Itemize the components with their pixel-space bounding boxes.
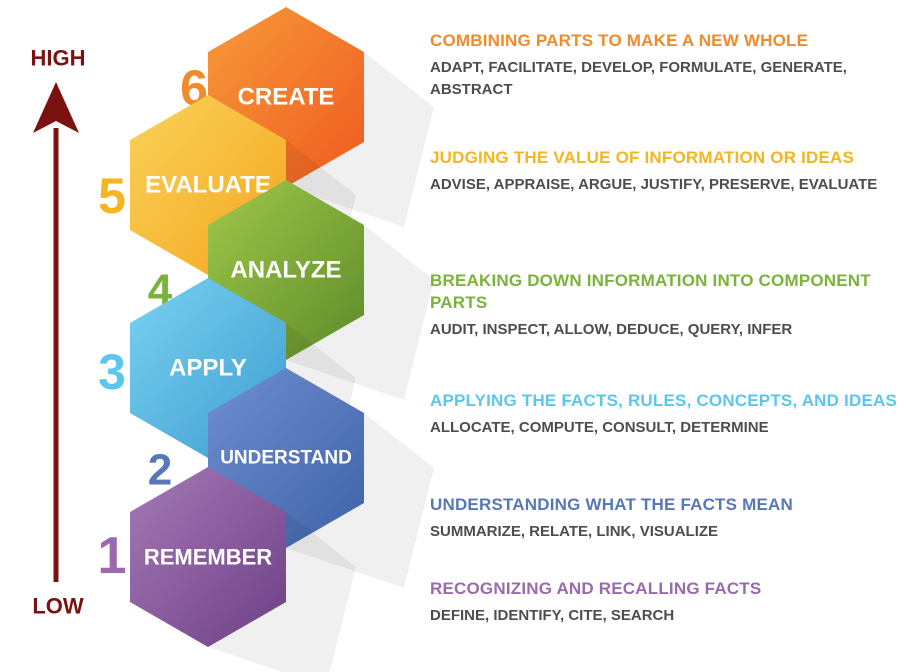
description-verbs: ALLOCATE, COMPUTE, CONSULT, DETERMINE (430, 419, 769, 436)
hexagon-label-evaluate: EVALUATE (145, 172, 271, 199)
description-remember: RECOGNIZING AND RECALLING FACTS DEFINE, I… (430, 578, 900, 627)
description-analyze: BREAKING DOWN INFORMATION INTO COMPONENT… (430, 270, 900, 341)
description-heading: BREAKING DOWN INFORMATION INTO COMPONENT… (430, 271, 871, 312)
low-label: LOW (32, 594, 84, 619)
description-verbs: AUDIT, INSPECT, ALLOW, DEDUCE, QUERY, IN… (430, 321, 793, 338)
description-create: COMBINING PARTS TO MAKE A NEW WHOLE ADAPT… (430, 30, 900, 101)
axis-arrowhead (33, 82, 79, 133)
description-heading: RECOGNIZING AND RECALLING FACTS (430, 579, 762, 598)
hexagon-label-apply: APPLY (169, 355, 247, 382)
hexagon-remember (130, 467, 286, 647)
hexagon-label-create: CREATE (238, 84, 335, 111)
description-verbs: ADAPT, FACILITATE, DEVELOP, FORMULATE, G… (430, 59, 847, 98)
high-label: HIGH (31, 46, 86, 71)
level-number-2: 2 (148, 446, 172, 495)
description-verbs: DEFINE, IDENTIFY, CITE, SEARCH (430, 607, 675, 624)
level-number-3: 3 (98, 344, 126, 400)
description-heading: JUDGING THE VALUE OF INFORMATION OR IDEA… (430, 148, 855, 167)
description-heading: UNDERSTANDING WHAT THE FACTS MEAN (430, 495, 793, 514)
description-heading: APPLYING THE FACTS, RULES, CONCEPTS, AND… (430, 391, 897, 410)
hexagon-label-remember: REMEMBER (144, 545, 272, 570)
hexagon-label-analyze: ANALYZE (230, 257, 341, 284)
description-heading: COMBINING PARTS TO MAKE A NEW WHOLE (430, 31, 809, 50)
level-number-5: 5 (98, 168, 126, 224)
description-apply: APPLYING THE FACTS, RULES, CONCEPTS, AND… (430, 390, 900, 439)
level-1-remember: REMEMBER 1 (98, 467, 356, 672)
description-verbs: SUMMARIZE, RELATE, LINK, VISUALIZE (430, 523, 719, 540)
description-evaluate: JUDGING THE VALUE OF INFORMATION OR IDEA… (430, 147, 900, 196)
description-understand: UNDERSTANDING WHAT THE FACTS MEAN SUMMARI… (430, 494, 900, 543)
hexagon-stack: CREATE6EVALUATE5ANALYZE4APPLY3UNDERSTAND… (98, 7, 434, 672)
hexagon-label-understand: UNDERSTAND (220, 448, 352, 469)
high-low-axis: HIGH LOW (31, 46, 86, 619)
level-number-1: 1 (98, 527, 127, 585)
description-verbs: ADVISE, APPRAISE, ARGUE, JUSTIFY, PRESER… (430, 176, 878, 193)
